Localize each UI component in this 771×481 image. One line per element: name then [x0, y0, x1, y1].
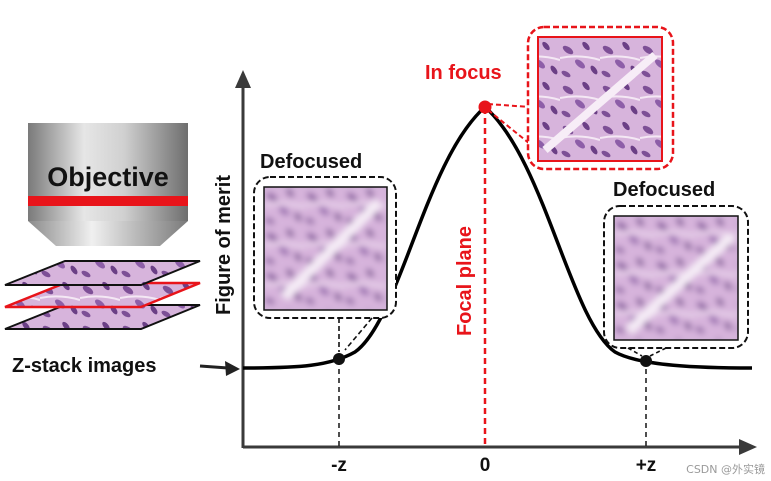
x-axis: [243, 439, 757, 455]
objective-red-band: [28, 196, 188, 206]
tick-label-plus-z: +z: [636, 455, 657, 476]
z-stack-arrow: [199, 361, 240, 376]
defocused-left-tissue-image: [264, 187, 387, 310]
minus-z-point: [333, 353, 345, 365]
defocused-left-callout: [253, 176, 397, 352]
focal-plane-label: Focal plane: [454, 226, 476, 336]
objective-lens-icon: [28, 123, 188, 246]
plus-z-point: [640, 355, 652, 367]
y-axis: [235, 70, 251, 448]
defocused-left-label: Defocused: [260, 151, 362, 173]
objective-label: Objective: [47, 162, 169, 192]
in-focus-callout: [487, 25, 675, 171]
tick-label-minus-z: -z: [331, 455, 347, 476]
in-focus-label: In focus: [425, 62, 502, 84]
defocused-right-tissue-image: [614, 216, 738, 340]
tick-label-zero: 0: [480, 455, 491, 476]
z-stack-label: Z-stack images: [12, 355, 157, 377]
defocused-right-label: Defocused: [613, 179, 715, 201]
y-axis-label: Figure of merit: [213, 175, 235, 315]
defocused-right-callout: [603, 205, 749, 357]
watermark: CSDN @外实镜: [686, 462, 765, 476]
z-stack-slides-icon: [4, 260, 201, 330]
